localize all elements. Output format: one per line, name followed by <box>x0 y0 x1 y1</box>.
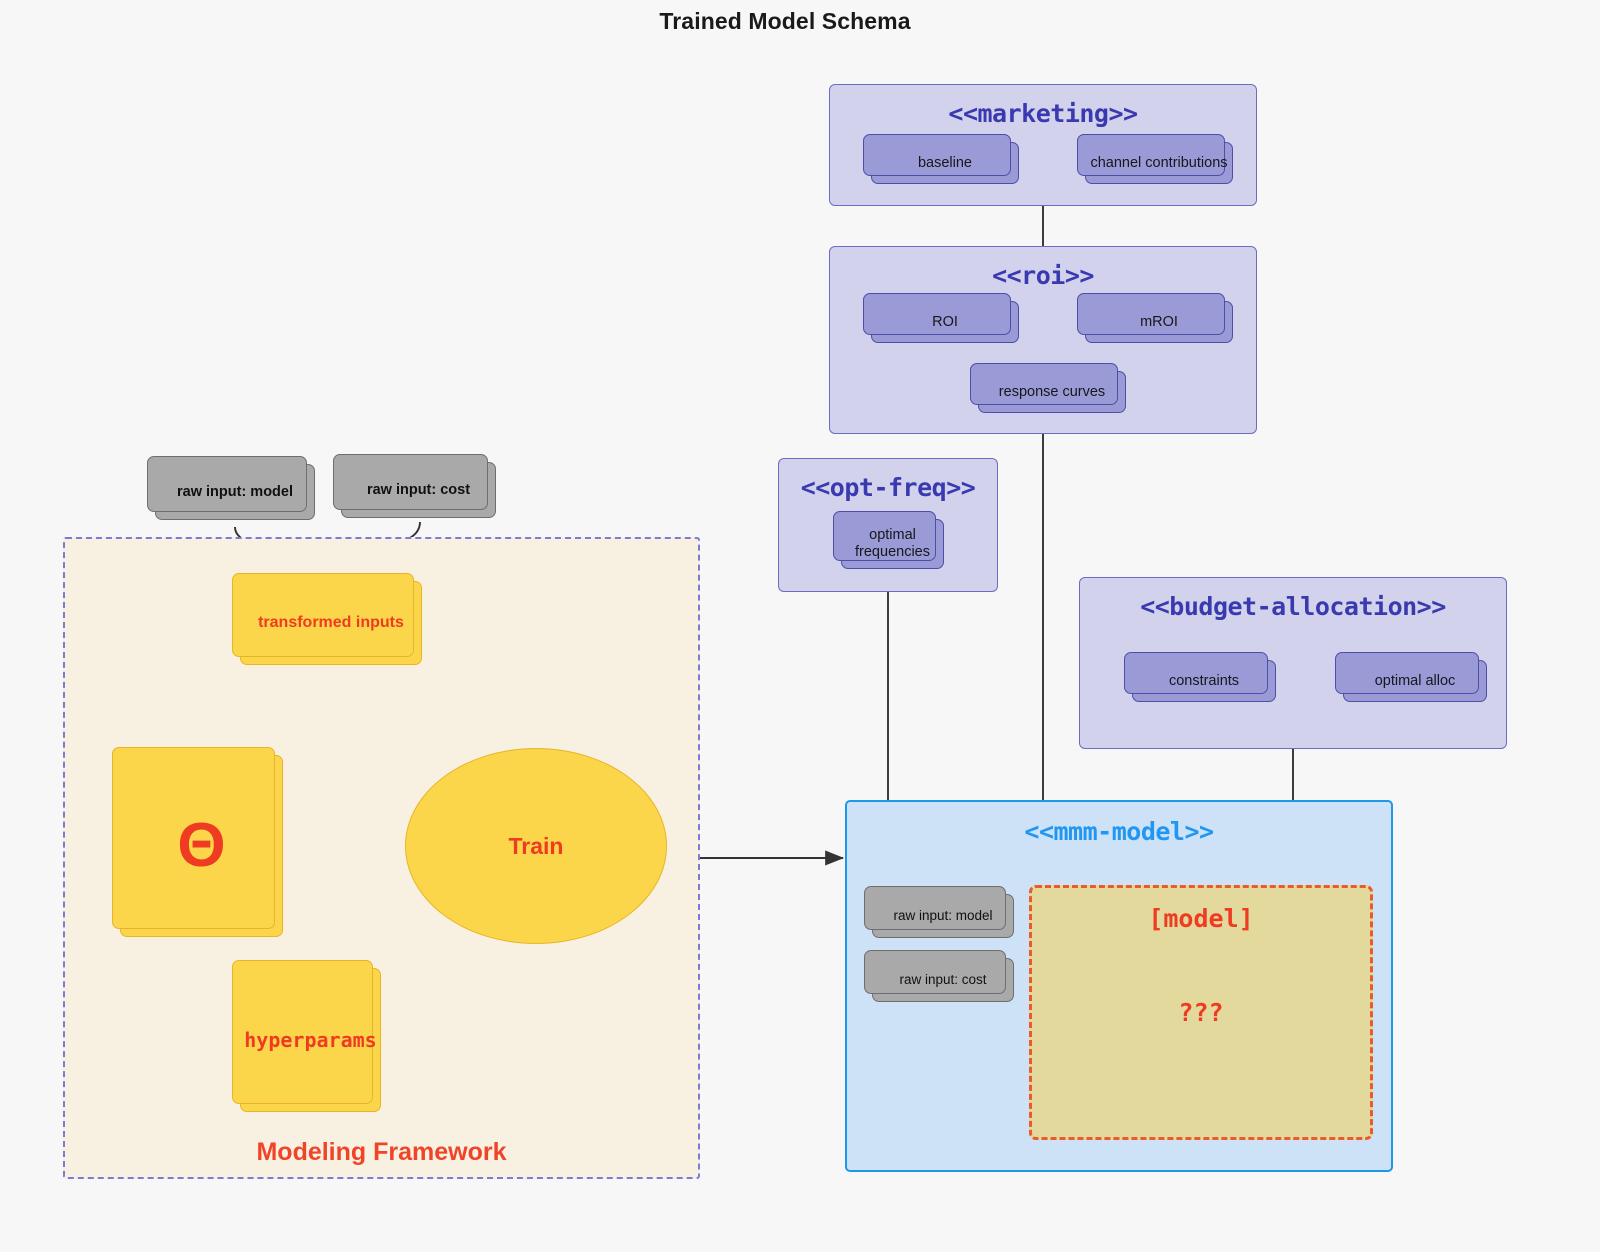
box-response-curves[interactable]: response curves <box>970 363 1126 413</box>
box-baseline-label: baseline <box>917 154 972 171</box>
box-constraints[interactable]: constraints <box>1124 652 1276 702</box>
box-channel-contributions-label: channel contributions <box>1090 154 1228 171</box>
box-transformed-inputs[interactable]: transformed inputs <box>232 573 422 665</box>
box-theta[interactable]: Θ <box>112 747 283 937</box>
node-train[interactable]: Train <box>405 748 667 944</box>
group-mmm-model: <<mmm-model>> raw input: model raw input… <box>845 800 1393 1172</box>
box-channel-contributions[interactable]: channel contributions <box>1077 134 1233 184</box>
node-train-label: Train <box>508 832 564 859</box>
box-optimal-alloc[interactable]: optimal alloc <box>1335 652 1487 702</box>
group-marketing: <<marketing>> baseline channel contribut… <box>829 84 1257 206</box>
group-mmm-model-title: <<mmm-model>> <box>1024 817 1214 846</box>
box-optimal-alloc-label: optimal alloc <box>1374 672 1456 689</box>
box-raw-input-model[interactable]: raw input: model <box>147 456 315 520</box>
box-optimal-frequencies[interactable]: optimal frequencies <box>833 511 944 569</box>
box-mroi[interactable]: mROI <box>1077 293 1233 343</box>
group-opt-freq: <<opt-freq>> optimal frequencies <box>778 458 998 592</box>
box-theta-label: Θ <box>177 811 226 881</box>
group-budget-allocation: <<budget-allocation>> constraints optima… <box>1079 577 1507 749</box>
box-transformed-inputs-label: transformed inputs <box>258 613 404 631</box>
box-mroi-label: mROI <box>1140 313 1178 330</box>
box-mmm-raw-input-model-label: raw input: model <box>893 908 993 924</box>
box-model-placeholder-heading: [model] <box>1148 904 1254 933</box>
box-constraints-label: constraints <box>1168 672 1240 689</box>
box-baseline[interactable]: baseline <box>863 134 1019 184</box>
box-model-placeholder-body: ??? <box>1178 998 1224 1027</box>
box-roi[interactable]: ROI <box>863 293 1019 343</box>
box-mmm-raw-input-cost-label: raw input: cost <box>899 972 987 988</box>
group-roi-title: <<roi>> <box>992 261 1094 290</box>
box-mmm-raw-input-model[interactable]: raw input: model <box>864 886 1014 938</box>
page-title: Trained Model Schema <box>659 8 911 34</box>
box-roi-label: ROI <box>932 313 958 330</box>
box-optimal-frequencies-label-line2: frequencies <box>855 544 930 560</box>
box-response-curves-label: response curves <box>998 383 1106 400</box>
framework-label: Modeling Framework <box>256 1138 507 1166</box>
box-mmm-raw-input-cost[interactable]: raw input: cost <box>864 950 1014 1002</box>
box-hyperparams[interactable]: hyperparams <box>232 960 381 1112</box>
box-raw-input-cost-label: raw input: cost <box>366 481 471 498</box>
box-optimal-frequencies-label-line1: optimal <box>869 527 916 544</box>
box-model-placeholder[interactable]: [model] ??? <box>1029 885 1373 1140</box>
group-marketing-title: <<marketing>> <box>948 99 1138 128</box>
box-raw-input-model-label: raw input: model <box>177 483 293 500</box>
group-opt-freq-title: <<opt-freq>> <box>800 473 976 502</box>
box-hyperparams-label: hyperparams <box>244 1027 377 1052</box>
box-raw-input-cost[interactable]: raw input: cost <box>333 454 496 518</box>
group-roi: <<roi>> ROI mROI response curves <box>829 246 1257 434</box>
group-budget-allocation-title: <<budget-allocation>> <box>1140 592 1446 621</box>
